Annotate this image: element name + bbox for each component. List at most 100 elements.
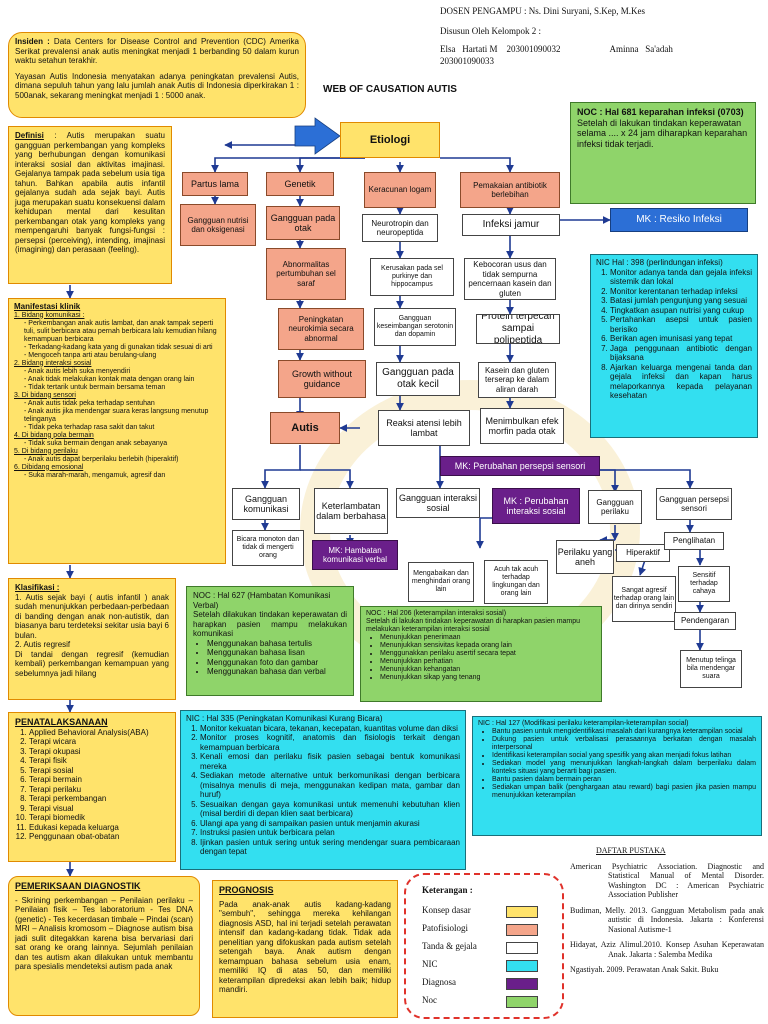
noc-627-list: Menggunakan bahasa tertulisMenggunakan b…	[193, 639, 347, 677]
nic-398-item: Monitor kerentanan terhadap infeksi	[610, 287, 752, 297]
pemeriksaan-text: - Skrining perkembangan – Penilaian peri…	[15, 895, 193, 972]
bicara-monoton-box: Bicara monoton dan tidak di mengerti ora…	[232, 530, 304, 566]
nic-398-item: Batasi jumlah pengunjung yang sesuai	[610, 296, 752, 306]
noc-627-item: Menggunakan bahasa tertulis	[207, 639, 347, 649]
members-line-2: 203001090033	[440, 56, 494, 66]
disusun-line: Disusun Oleh Kelompok 2 :	[440, 26, 541, 36]
nic-335-item: Monitor proses kognitif, anatomis dan fi…	[200, 733, 460, 752]
protein-box: Protein terpecah sampai polipeptida	[476, 314, 560, 344]
menutup-telinga-box: Menutup telinga bila mendengar suara	[680, 650, 742, 688]
serotonin-box: Gangguan keseimbangan serotonin dan dopa…	[374, 308, 456, 346]
nic-127-item: Bantu pasien dalam bermain peran	[492, 776, 756, 784]
atensi-box: Reaksi atensi lebih lambat	[378, 410, 470, 446]
legend-label: Tanda & gejala	[422, 941, 477, 951]
legend-swatch	[506, 942, 538, 954]
keracunan-logam-box: Keracunan logam	[364, 172, 436, 208]
nic-127-item: Bantu pasien untuk mengidentifikasi masa…	[492, 728, 756, 736]
noc-627-heading: NOC : Hal 627 (Hambatan Komunikasi Verba…	[193, 591, 331, 610]
legend-swatch	[506, 996, 538, 1008]
nic-127-list: Bantu pasien untuk mengidentifikasi masa…	[478, 728, 756, 800]
infeksi-jamur-box: Infeksi jamur	[462, 214, 560, 236]
nutrisi-box: Gangguan nutrisi dan oksigenasi	[180, 204, 256, 246]
penatalaksanaan-item: Terapi visual	[29, 804, 169, 814]
noc-627-item: Menggunakan bahasa lisan	[207, 648, 347, 658]
nic-127-item: Sediakan umpan balik (penghargaan atau r…	[492, 784, 756, 800]
manifestasi-item: - Anak autis lebih suka menyendiri	[24, 367, 131, 375]
nic-398-item: Jaga penggunaan antibiotic dengan bijaks…	[610, 344, 752, 363]
manifestasi-item: - Perkembangan anak autis lambat, dan an…	[24, 319, 217, 343]
gangguan-otak-box: Gangguan pada otak	[266, 206, 340, 240]
noc-627-item: Menggunakan foto dan gambar	[207, 658, 347, 668]
manifestasi-item: - Anak autis dapat berperilaku berlebih …	[24, 455, 179, 463]
mk-persepsi-sensori: MK: Perubahan persepsi sensori	[440, 456, 600, 476]
manifestasi-heading: Manifestasi klinik	[14, 302, 81, 311]
penatalaksanaan-item: Penggunaan obat-obatan	[29, 832, 169, 842]
pemeriksaan-box: PEMERIKSAAN DIAGNOSTIK - Skrining perkem…	[8, 876, 200, 1016]
noc-681-box: NOC : Hal 681 keparahan infeksi (0703) S…	[570, 102, 756, 204]
kebocoran-usus-box: Kebocoran usus dan tidak sempurna pencer…	[464, 258, 556, 300]
genetik-box: Genetik	[266, 172, 334, 196]
penatalaksanaan-item: Terapi perilaku	[29, 785, 169, 795]
gangguan-perilaku-box: Gangguan perilaku	[588, 490, 642, 524]
manifestasi-item: - Anak autis jika mendengar suara keras …	[24, 407, 209, 423]
legend-swatch	[506, 924, 538, 936]
klasifikasi-item-1: 1. Autis sejak bayi ( autis infantil ) a…	[15, 592, 169, 640]
otak-kecil-box: Gangguan pada otak kecil	[376, 362, 460, 396]
members-line-1: Elsa Hartati M 203001090032 Aminna Sa'ad…	[440, 44, 673, 54]
autis-box: Autis	[270, 412, 340, 444]
daftar-pustaka: DAFTAR PUSTAKA American Psychiatric Asso…	[570, 846, 764, 1022]
insiden-text-1: Data Centers for Disease Control and Pre…	[15, 37, 299, 65]
manifestasi-item: 4. Di bidang pola bermain	[14, 431, 94, 439]
nic-398-box: NIC Hal : 398 (perlindungan infeksi) Mon…	[590, 254, 758, 438]
noc-206-text: Setelah di lakukan tindakan keperawatan …	[366, 618, 581, 633]
prognosis-text: Pada anak-anak autis kadang-kadang "semb…	[219, 899, 391, 995]
insiden-heading: Insiden :	[15, 37, 50, 46]
noc-206-item: Menunjukkan sikap yang tenang	[380, 674, 596, 682]
nic-127-heading: NIC : Hal 127 (Modifikasi perilaku keter…	[478, 720, 689, 727]
pustaka-list: American Psychiatric Association. Diagno…	[570, 862, 764, 975]
manifestasi-item: 1. Bidang komunikasi :	[14, 311, 85, 319]
legend-heading: Keterangan :	[422, 885, 473, 895]
mengabaikan-box: Mengabaikan dan menghindari orang lain	[408, 562, 474, 602]
manifestasi-item: - Mengoceh tanpa arti atau berulang-ulan…	[24, 351, 157, 359]
nic-335-item: Kenali emosi dan perilaku fisik pasien s…	[200, 752, 460, 771]
hiperaktif-box: Hiperaktif	[616, 544, 670, 562]
nic-398-item: Ajarkan keluarga mengenai tanda dan geja…	[610, 363, 752, 401]
penatalaksanaan-item: Terapi okupasi	[29, 747, 169, 757]
noc-627-box: NOC : Hal 627 (Hambatan Komunikasi Verba…	[186, 586, 354, 696]
kasein-box: Kasein dan gluten terserap ke dalam alir…	[478, 362, 556, 398]
etiologi-box: Etiologi	[340, 122, 440, 158]
pendengaran-box: Pendengaran	[674, 612, 736, 630]
noc-206-item: Menunjukkan perhatian	[380, 658, 596, 666]
manifestasi-item: 3. Di bidang sensori	[14, 391, 76, 399]
nic-335-heading: NIC : Hal 335 (Peningkatan Komunikasi Ku…	[186, 714, 383, 723]
klasifikasi-item-2: 2. Autis regresif	[15, 640, 71, 649]
penatalaksanaan-heading: PENATALAKSANAAN	[15, 717, 108, 727]
mk-hambatan-verbal: MK: Hambatan komunikasi verbal	[312, 540, 398, 570]
penatalaksanaan-list: Applied Behavioral Analysis(ABA)Terapi w…	[15, 728, 169, 842]
pustaka-entry: Ngastiyah. 2009. Perawatan Anak Sakit. B…	[570, 965, 719, 974]
nic-398-list: Monitor adanya tanda dan gejala infeksi …	[596, 268, 752, 401]
antibiotik-box: Pemakaian antibiotik berlebihan	[460, 172, 560, 208]
klasifikasi-heading: Klasifikasi :	[15, 583, 60, 592]
legend-label: Noc	[422, 995, 437, 1005]
insiden-text-2: Yayasan Autis Indonesia menyatakan adany…	[15, 71, 299, 100]
nic-127-item: Identifikasi keterampilan social yang sp…	[492, 752, 756, 760]
nic-398-item: Monitor adanya tanda dan gejala infeksi …	[610, 268, 752, 287]
gangguan-interaksi-box: Gangguan interaksi sosial	[396, 488, 480, 518]
growth-box: Growth without guidance	[278, 360, 366, 398]
agresif-box: Sangat agresif terhadap orang lain dan d…	[612, 576, 676, 622]
legend-label: Konsep dasar	[422, 905, 471, 915]
prognosis-box: PROGNOSIS Pada anak-anak autis kadang-ka…	[212, 880, 398, 1018]
noc-206-heading: NOC : Hal 206 (keterampilan interaksi so…	[366, 610, 507, 617]
nic-127-item: Sediakan model yang menunjukkan langkah-…	[492, 760, 756, 776]
manifestasi-item: - Anak tidak melakukan kontak mata denga…	[24, 375, 195, 383]
manifestasi-item: 2. Bidang interaksi sosial	[14, 359, 92, 367]
manifestasi-item: 5. Di bidang perilaku	[14, 447, 78, 455]
partus-lama-box: Partus lama	[182, 172, 248, 196]
penatalaksanaan-item: Terapi biomedik	[29, 813, 169, 823]
nic-335-list: Monitor kekuatan bicara, tekanan, kecepa…	[186, 724, 460, 857]
kerusakan-purkinje-box: Kerusakan pada sel purkinye dan hippocam…	[370, 258, 454, 296]
keterlambatan-box: Keterlambatan dalam berbahasa	[314, 488, 388, 534]
